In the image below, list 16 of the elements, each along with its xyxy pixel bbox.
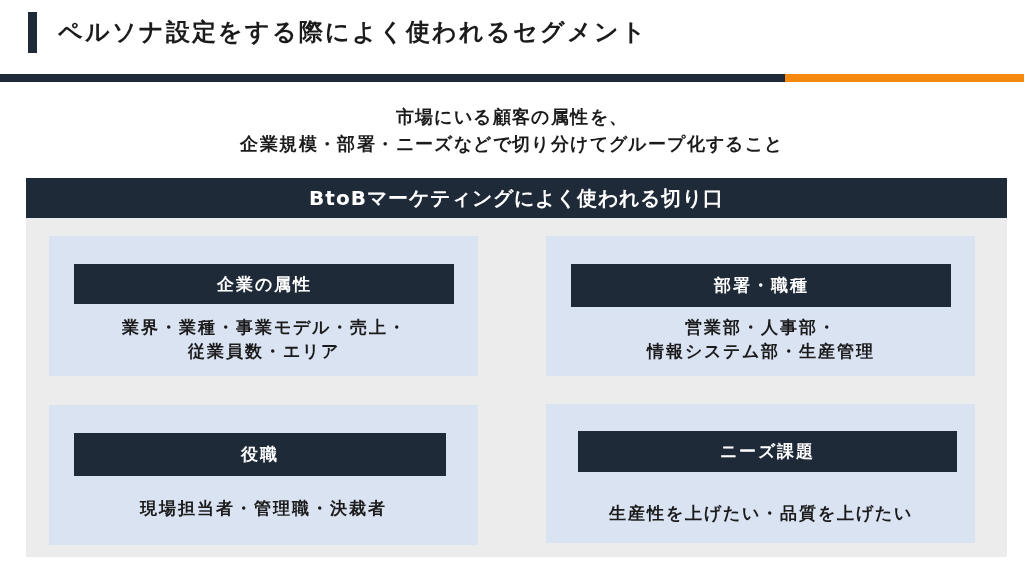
segment-card — [49, 236, 478, 376]
section-header-bar: BtoBマーケティングによく使われる切り口 — [26, 178, 1007, 218]
card-body-text: 業界・業種・事業モデル・売上・従業員数・エリア — [120, 316, 408, 363]
card-header-bar: 企業の属性 — [74, 264, 454, 304]
card-header-bar: ニーズ課題 — [578, 431, 957, 472]
card-header-bar: 役職 — [74, 433, 446, 476]
segment-card — [546, 404, 975, 543]
card-body-text: 生産性を上げたい・品質を上げたい — [607, 502, 914, 525]
card-body-text: 営業部・人事部・情報システム部・生産管理 — [645, 316, 876, 363]
segment-card — [546, 236, 975, 376]
card-header-bar: 部署・職種 — [571, 264, 951, 307]
segment-panel — [26, 178, 1007, 557]
slide-title: ペルソナ設定をする際によく使われるセグメント — [58, 17, 648, 48]
subtitle-text: 市場にいる顧客の属性を、企業規模・部署・ニーズなどで切り分けてグループ化すること — [239, 105, 785, 156]
card-body-text: 現場担当者・管理職・決裁者 — [138, 497, 388, 520]
segment-card — [49, 405, 478, 545]
